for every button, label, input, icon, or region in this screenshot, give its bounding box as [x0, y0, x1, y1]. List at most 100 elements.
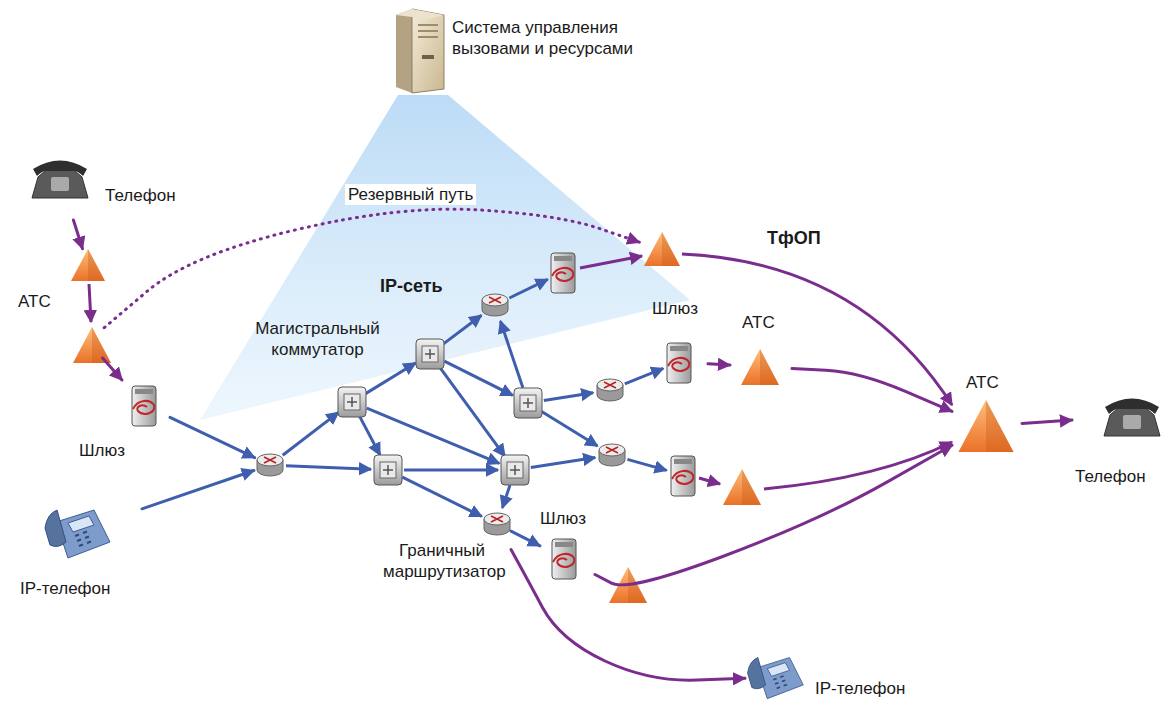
core-switch: Магистральный коммутатор	[230, 316, 445, 374]
network-devices	[71, 232, 761, 603]
node-label: IP-сеть	[380, 276, 443, 297]
ats-station: АТС	[730, 312, 792, 390]
connector	[1022, 420, 1072, 423]
drawing-part	[699, 478, 720, 484]
cloud-shape	[545, 210, 1145, 635]
control-server: Система управления вызовами и ресурсами	[390, 5, 720, 100]
connector	[170, 417, 255, 457]
node-label: Шлюз	[540, 508, 586, 529]
link-line	[544, 393, 593, 401]
cloud-outline	[7, 255, 149, 387]
ats-cloud: АТС	[2, 235, 152, 395]
device-symbol	[552, 539, 576, 579]
link-line	[627, 459, 666, 470]
connector	[708, 364, 730, 365]
device-icon	[42, 502, 112, 560]
connector	[142, 471, 254, 509]
device-symbol	[45, 510, 110, 558]
device-icon	[130, 383, 158, 428]
node-label: ТфОП	[767, 228, 821, 249]
link-line	[402, 477, 481, 516]
ats-station: АТС	[952, 372, 1022, 462]
device-symbol	[32, 161, 88, 199]
drawing-part	[671, 456, 695, 496]
ip-phone: IP-телефон	[745, 648, 925, 710]
edge-label-box: Резервный путь	[345, 184, 476, 205]
node-label: IP-телефон	[815, 678, 905, 699]
device-icon	[957, 398, 1015, 454]
link-line	[359, 416, 380, 455]
node-label: АТС	[742, 312, 775, 333]
device-symbol	[132, 386, 156, 426]
device-icon	[482, 510, 512, 538]
connector	[511, 531, 540, 546]
cloud-shape	[175, 248, 700, 578]
cloud-outline	[184, 259, 689, 576]
node-label: Телефон	[105, 185, 176, 206]
network-links	[283, 279, 667, 516]
link-line	[542, 411, 598, 446]
drawing-part	[644, 232, 680, 266]
device-icon	[30, 155, 90, 200]
device-symbol	[958, 400, 1013, 452]
drawing-part	[501, 455, 529, 485]
device-icon	[745, 648, 805, 703]
node-label: АТС	[966, 372, 999, 393]
ip-network-cloud: IP-сетьМагистральный коммутаторГраничный…	[175, 248, 700, 578]
device-icon	[392, 5, 447, 95]
link-line	[286, 466, 371, 470]
device-symbol	[741, 349, 779, 385]
link-line	[531, 458, 595, 468]
node-label: Система управления вызовами и ресурсами	[452, 17, 692, 59]
drawing-part	[89, 284, 91, 322]
spotlight-cone	[200, 95, 690, 420]
device-symbol	[748, 658, 804, 699]
node-label: IP-телефон	[20, 578, 110, 599]
gateway: Шлюз	[75, 380, 170, 465]
drawing-part	[682, 254, 952, 405]
cloud-shape	[2, 235, 152, 395]
drawing-part	[514, 388, 542, 418]
device-icon	[740, 348, 780, 386]
trunk-lines	[89, 254, 952, 489]
backup-path	[104, 209, 639, 328]
drawing-part	[482, 294, 508, 316]
link-line	[366, 363, 416, 394]
pstn-cloud: ТфОП АТС АТС	[545, 210, 1145, 635]
drawing-part	[71, 249, 105, 281]
node-label: Телефон	[1075, 466, 1146, 487]
connector	[73, 220, 82, 249]
device-icon	[665, 340, 693, 385]
connector	[511, 550, 745, 681]
device-symbol	[396, 9, 444, 93]
device-icon	[415, 338, 445, 370]
drawing-part	[597, 379, 623, 401]
drawing-part	[599, 444, 625, 466]
link-line	[443, 315, 482, 344]
node-label: Шлюз	[652, 298, 698, 319]
node-label: Шлюз	[79, 440, 125, 461]
device-symbol	[1104, 399, 1160, 437]
drawing-part	[580, 256, 642, 268]
link-line	[509, 279, 547, 298]
drawing-part	[374, 455, 402, 485]
node-label: Граничный маршрутизатор	[383, 540, 501, 582]
drawing-part	[551, 253, 575, 293]
drawing-part	[73, 327, 111, 363]
drawing-part	[257, 454, 283, 476]
link-line	[404, 469, 498, 472]
drawing-part	[723, 469, 761, 505]
gateway: Шлюз	[650, 298, 708, 388]
drawing-part	[338, 387, 366, 417]
device-icon	[1102, 393, 1162, 438]
edge-label: Резервный путь	[345, 184, 476, 205]
node-label: АТС	[18, 291, 51, 312]
device-symbol	[484, 513, 510, 535]
cloud-outline	[560, 217, 1144, 628]
node-label: Магистральный коммутатор	[230, 318, 405, 360]
device-symbol	[416, 339, 444, 369]
edge-router: Граничный маршрутизатор	[383, 510, 511, 584]
